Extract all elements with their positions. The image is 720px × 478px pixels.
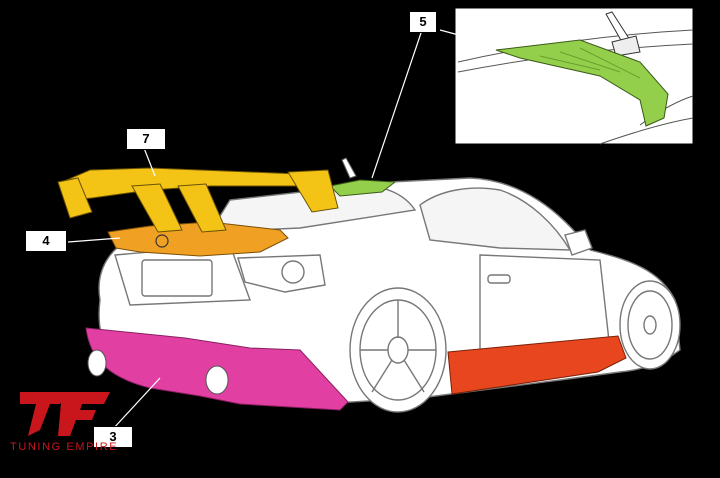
wing-upright-left — [131, 183, 183, 233]
logo-j — [20, 392, 68, 436]
part-5-roof-spoiler — [328, 179, 397, 197]
brand-logo — [20, 392, 110, 436]
logo-f — [58, 392, 110, 436]
side-window — [419, 187, 572, 251]
leader-3 — [111, 377, 161, 431]
rear-emblem — [155, 234, 169, 248]
inset-panel — [454, 7, 694, 145]
exhaust-right — [205, 365, 229, 395]
leader-5 — [371, 29, 423, 179]
wing-endplate-left — [57, 177, 93, 219]
wing-endplate-right — [287, 169, 339, 213]
side-skirt — [447, 335, 627, 395]
exhaust-left — [87, 349, 107, 377]
rear-wheel — [349, 287, 447, 413]
part-4-ducktail — [107, 221, 289, 257]
callout-7: 7 — [126, 128, 166, 150]
leader-lines — [67, 29, 501, 431]
callout-5: 5 — [409, 11, 437, 33]
antenna — [341, 157, 357, 179]
leader-5-inset — [439, 29, 501, 47]
front-wheel — [619, 280, 681, 370]
callout-3: 3 — [93, 426, 133, 448]
license-plate — [141, 259, 213, 297]
inset-roof-spoiler — [495, 39, 669, 127]
door-handle — [487, 274, 511, 284]
leader-7 — [143, 147, 156, 177]
inset-spoiler-ribs — [539, 47, 641, 79]
side-mirror — [564, 229, 593, 256]
callout-4: 4 — [25, 230, 67, 252]
leader-4 — [67, 237, 121, 243]
wing-upright-right — [177, 183, 227, 233]
brand-name: TUNING EMPIRE — [10, 441, 119, 453]
part-7-gt-wing — [57, 167, 339, 233]
inset-antenna-base — [611, 35, 641, 57]
tail-light-ring — [281, 260, 305, 284]
